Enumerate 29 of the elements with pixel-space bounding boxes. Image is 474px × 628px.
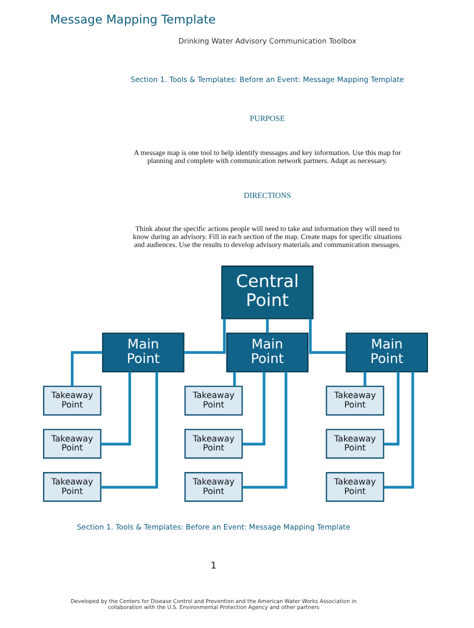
connector (384, 372, 400, 446)
connector (233, 372, 236, 386)
node-box: Takeaway Point (326, 386, 384, 416)
label: Think about the specific actions people will need to take and information they will need to know during an advisory. Fill in each section of the map. Create maps for specific situations and audiences. Use the results to develop advisory materials and communication messages. (132, 224, 402, 249)
node-box: Takeaway Point (43, 386, 102, 416)
node-box: Main Point (346, 332, 428, 372)
node-box: Central Point (221, 266, 314, 320)
connector (100, 372, 132, 446)
connector (100, 372, 158, 489)
node-box: Takeaway Point (326, 428, 384, 459)
node-box: Main Point (226, 332, 309, 372)
connector (364, 372, 366, 386)
label: 1 (210, 560, 217, 572)
node-box: Main Point (102, 332, 184, 372)
node-box: Takeaway Point (43, 428, 102, 459)
node-box: Takeaway Point (184, 386, 243, 416)
label: A message map is one tool to help identify messages and key information. Use this map for planning and complete with communication network partners. Adapt as necessary. (134, 148, 401, 166)
node-box: Takeaway Point (326, 472, 384, 502)
connector (242, 372, 266, 446)
connector (266, 318, 269, 334)
connector (309, 318, 346, 354)
connector (242, 372, 288, 489)
diagram-title: Message Mapping Template (50, 12, 216, 26)
node-box: Takeaway Point (184, 472, 243, 502)
connector (384, 372, 414, 489)
connector (70, 351, 103, 386)
node-box: Takeaway Point (43, 472, 102, 502)
node-box: Takeaway Point (184, 428, 243, 459)
connector (184, 318, 226, 354)
